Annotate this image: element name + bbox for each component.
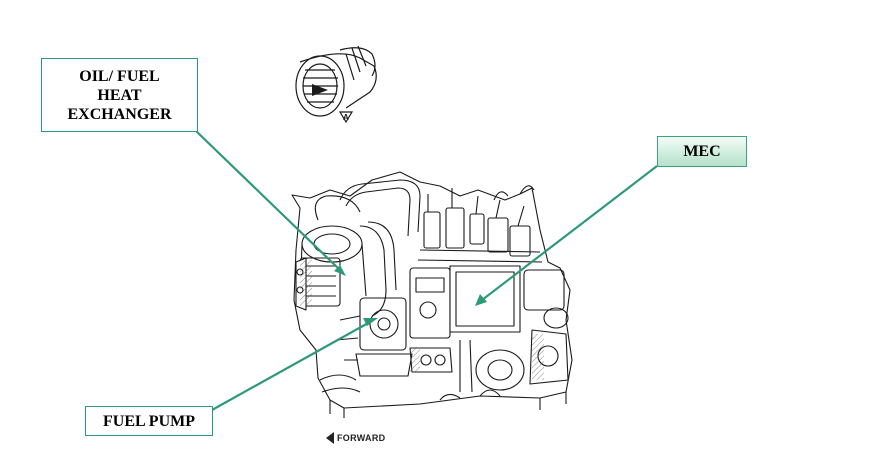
leader-mec [481,165,658,301]
forward-indicator: FORWARD [326,432,385,444]
oil-fuel-heat-exchanger-label: OIL/ FUEL HEAT EXCHANGER [41,58,198,132]
mec-label: MEC [657,136,747,167]
leader-mec-arrowhead [475,294,487,306]
engine-locator-icon [295,45,377,124]
oil-fuel-label-line3: EXCHANGER [67,105,172,123]
view-letter: A [343,113,349,122]
fuel-pump-label: FUEL PUMP [85,406,213,436]
fuel-pump-label-text: FUEL PUMP [103,412,195,430]
leader-lines [195,130,658,411]
forward-text: FORWARD [337,433,386,443]
engine-accessory-drawing [291,171,573,418]
oil-fuel-label-line2: HEAT [97,86,142,104]
mec-label-text: MEC [683,143,721,160]
leader-oil-fuel [195,130,341,271]
oil-fuel-label-line1: OIL/ FUEL [79,67,160,85]
leader-fuel-pump [211,321,371,411]
leader-fuel-pump-arrowhead [363,318,378,326]
leader-oil-fuel-arrowhead [334,265,346,276]
forward-arrow-icon [326,432,334,444]
